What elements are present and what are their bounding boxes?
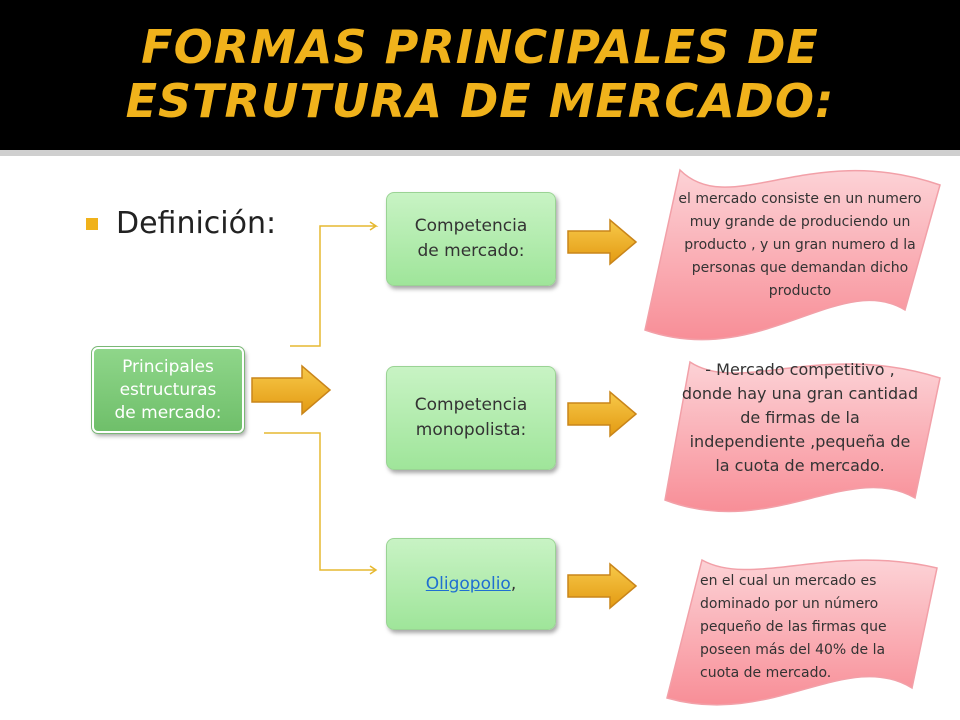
slide-title: FORMAS PRINCIPALES DE ESTRUTURA DE MERCA… (0, 20, 960, 128)
square-bullet-icon (86, 217, 98, 230)
arrow-2-icon (567, 390, 638, 438)
oligopolio-box: Oligopolio, (386, 538, 556, 630)
title-line-2: ESTRUTURA DE MERCADO: (125, 74, 835, 128)
competencia-mercado-label: Competencia de mercado: (414, 216, 528, 261)
competencia-monopolista-box: Competencia monopolista: (386, 366, 556, 470)
main-structures-label: Principales estructuras de mercado: (114, 356, 222, 423)
definition-bullet: Definición: (86, 206, 276, 241)
connector-bottom-head (369, 565, 378, 575)
title-bar (0, 0, 960, 150)
ribbon-2-shape (664, 360, 941, 513)
ribbon-2-text: - Mercado competitivo , donde hay una gr… (681, 360, 919, 475)
arrow-3-icon (567, 562, 638, 610)
connector-bottom (264, 432, 376, 571)
title-line-1: FORMAS PRINCIPALES DE (141, 20, 819, 74)
connector-top (290, 221, 379, 347)
main-arrow-icon (251, 364, 332, 416)
oligopolio-suffix: , (510, 573, 517, 594)
title-divider (0, 150, 960, 156)
oligopolio-label: Oligopolio, (426, 572, 516, 597)
competencia-mercado-box: Competencia de mercado: (386, 192, 556, 286)
ribbon-3-shape (666, 558, 938, 706)
main-structures-box: Principales estructuras de mercado: (91, 346, 245, 434)
definition-label: Definición: (116, 206, 277, 241)
arrow-1-icon (567, 218, 638, 266)
ribbon-3-text: en el cual un mercado es dominado por un… (700, 573, 887, 681)
ribbon-1-shape (644, 168, 941, 341)
oligopolio-link[interactable]: Oligopolio (425, 573, 511, 594)
competencia-monopolista-label: Competencia monopolista: (414, 395, 528, 440)
ribbon-1-text: el mercado consiste en un numero muy gra… (678, 191, 922, 299)
